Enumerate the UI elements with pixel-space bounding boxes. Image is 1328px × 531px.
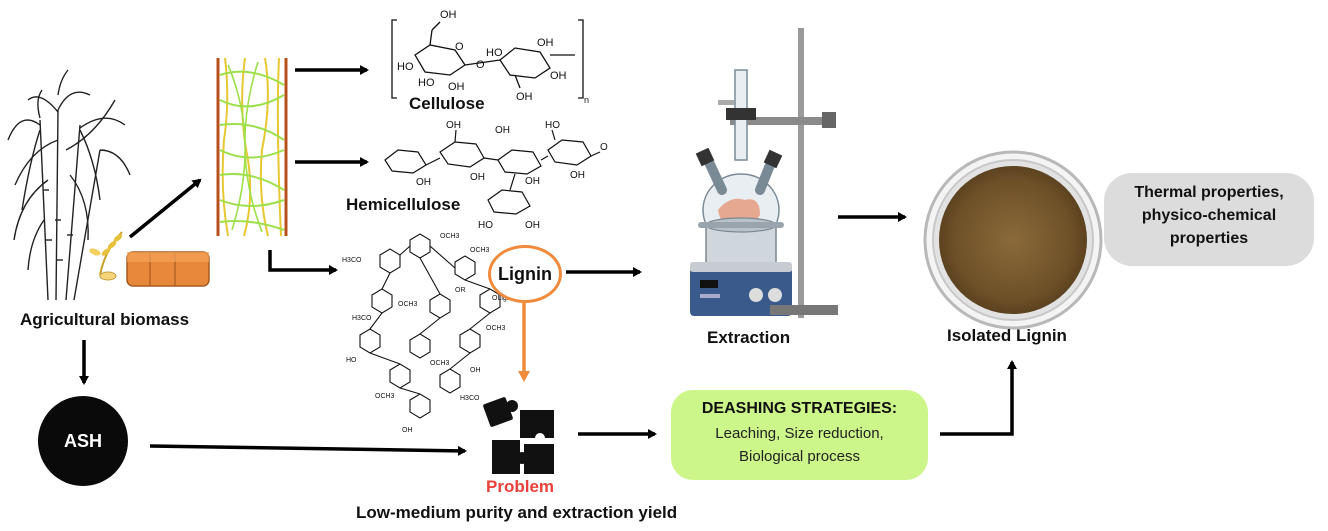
svg-text:OH: OH: [525, 220, 540, 231]
arrow-biomass-to-fiber: [128, 178, 202, 239]
svg-text:OH: OH: [537, 37, 554, 49]
extraction-apparatus-icon: [690, 28, 838, 318]
wheat-icon: [89, 231, 123, 281]
lignin-labels: OCH3 H3CO OCH3 OR OLignin H3CO OCH3 OCH3…: [342, 233, 516, 434]
svg-text:OCH3: OCH3: [470, 247, 490, 254]
svg-text:OR: OR: [455, 287, 466, 294]
svg-text:n: n: [584, 95, 589, 105]
hemicellulose-label: Hemicellulose: [346, 195, 461, 214]
cellulose-label: Cellulose: [409, 94, 485, 113]
properties-line3: properties: [1169, 230, 1249, 247]
svg-text:HO: HO: [478, 220, 493, 231]
svg-text:HO: HO: [397, 61, 414, 73]
agricultural-biomass-label: Agricultural biomass: [20, 310, 190, 329]
ash-circle: ASH: [38, 396, 128, 486]
lignin-label: Lignin: [488, 245, 562, 303]
svg-text:OH: OH: [440, 9, 457, 21]
arrow-ash-to-problem: [149, 444, 467, 456]
deashing-title: DEASHING STRATEGIES:: [701, 400, 898, 417]
svg-text:OCH3: OCH3: [430, 360, 450, 367]
isolated-lignin-label: Isolated Lignin: [947, 326, 1067, 345]
svg-text:OH: OH: [525, 176, 540, 187]
problem-label: Problem: [486, 477, 555, 496]
svg-text:O: O: [600, 142, 608, 153]
svg-text:OH: OH: [570, 170, 585, 181]
svg-text:OH: OH: [448, 81, 465, 93]
svg-text:O: O: [476, 59, 485, 71]
svg-text:OH: OH: [470, 367, 481, 374]
svg-text:OCH3: OCH3: [375, 393, 395, 400]
puzzle-icon: [483, 397, 554, 474]
svg-text:HO: HO: [346, 357, 357, 364]
sugarcane-icon: [7, 69, 131, 301]
svg-text:HO: HO: [545, 120, 560, 131]
properties-line2: physico-chemical: [1141, 207, 1277, 224]
svg-text:OH: OH: [550, 70, 567, 82]
svg-text:H3CO: H3CO: [342, 257, 362, 264]
svg-text:H3CO: H3CO: [352, 315, 372, 322]
extraction-label: Extraction: [707, 328, 791, 347]
properties-box: Thermal properties, physico-chemical pro…: [1104, 173, 1314, 266]
svg-text:OH: OH: [495, 125, 510, 136]
petri-dish-icon: [923, 150, 1103, 330]
svg-text:OH: OH: [516, 91, 533, 103]
deashing-strategies-box: DEASHING STRATEGIES: Leaching, Size redu…: [671, 390, 928, 480]
cellulose-labels: OH HO HO OH O O HO OH OH OH n: [397, 9, 589, 105]
plant-fiber-icon: [216, 57, 288, 237]
svg-text:OCH3: OCH3: [440, 233, 460, 240]
svg-text:OLignin: OLignin: [492, 295, 516, 302]
cellulose-structure: [391, 19, 584, 99]
hemicellulose-labels: OH OH HO OH OH OH OH HO OH O: [416, 120, 608, 231]
properties-line1: Thermal properties,: [1134, 184, 1284, 201]
svg-text:OCH3: OCH3: [486, 325, 506, 332]
svg-text:HO: HO: [418, 77, 435, 89]
lignin-structure: [359, 233, 501, 419]
svg-text:OH: OH: [402, 427, 413, 434]
arrow-to-lignin-structure: [268, 250, 338, 275]
low-medium-purity-label: Low-medium purity and extraction yield: [356, 503, 678, 522]
hay-bale-icon: [126, 251, 210, 287]
svg-text:O: O: [455, 41, 464, 53]
deashing-line1: Leaching, Size reduction,: [715, 425, 884, 442]
deashing-line2: Biological process: [739, 448, 860, 465]
svg-text:OH: OH: [470, 172, 485, 183]
hemicellulose-structure: [384, 129, 601, 215]
svg-text:OH: OH: [446, 120, 461, 131]
svg-text:OCH3: OCH3: [398, 301, 418, 308]
arrow-deashing-to-isolated: [940, 360, 1017, 436]
svg-text:HO: HO: [486, 47, 503, 59]
svg-text:H3CO: H3CO: [460, 395, 480, 402]
svg-text:OH: OH: [416, 177, 431, 188]
